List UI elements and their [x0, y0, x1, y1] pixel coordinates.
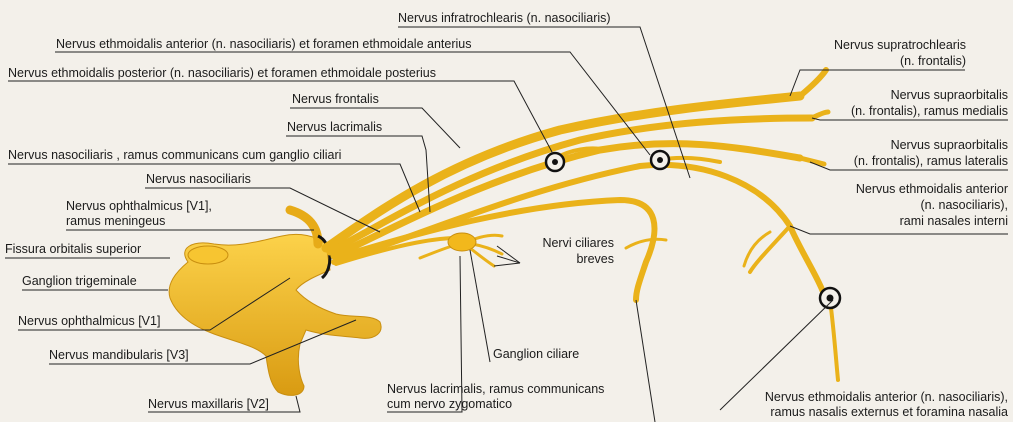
- label-frontalis: Nervus frontalis: [292, 92, 379, 107]
- label-supraorbitalis-med-line2: (n. frontalis), ramus medialis: [800, 104, 1008, 119]
- label-nasociliaris: Nervus nasociliaris: [146, 172, 251, 187]
- label-ophthalmicus-meningeus-line2: ramus meningeus: [66, 214, 165, 229]
- label-ophthalmicus-meningeus-line1: Nervus ophthalmicus [V1],: [66, 199, 212, 214]
- label-supraorbitalis-lat-line2: (n. frontalis), ramus lateralis: [800, 154, 1008, 169]
- label-ophthalmicus: Nervus ophthalmicus [V1]: [18, 314, 160, 329]
- label-ganglion-trigeminale: Ganglion trigeminale: [22, 274, 137, 289]
- label-ethm-externus-line2: ramus nasalis externus et foramina nasal…: [700, 405, 1008, 420]
- label-supraorbitalis-lat-line1: Nervus supraorbitalis: [800, 138, 1008, 153]
- label-ethm-interni-line1: Nervus ethmoidalis anterior: [800, 182, 1008, 197]
- label-infratrochlearis: Nervus infratrochlearis (n. nasociliaris…: [398, 11, 611, 26]
- nerve-bundle: [326, 70, 838, 380]
- label-supratrochlearis-line1: Nervus supratrochlearis: [760, 38, 966, 53]
- label-maxillaris: Nervus maxillaris [V2]: [148, 397, 269, 412]
- foramen-ring-posterior: [546, 153, 564, 171]
- label-ganglion-ciliare: Ganglion ciliare: [493, 347, 579, 362]
- ganglion-ciliare-shape: [448, 233, 476, 251]
- label-lacrimalis-ramus-line2: cum nervo zygomatico: [387, 397, 512, 412]
- label-lacrimalis: Nervus lacrimalis: [287, 120, 382, 135]
- foramen-ring-nasalia: [820, 288, 840, 308]
- label-ethmoidalis-anterior: Nervus ethmoidalis anterior (n. nasocili…: [56, 37, 471, 52]
- label-ciliares-line1: Nervi ciliares: [516, 236, 614, 251]
- foramen-ring-anterior: [651, 151, 669, 169]
- label-nasociliaris-ramus: Nervus nasociliaris , ramus communicans …: [8, 148, 341, 163]
- label-ciliares-line2: breves: [516, 252, 614, 267]
- label-supraorbitalis-med-line1: Nervus supraorbitalis: [800, 88, 1008, 103]
- label-lacrimalis-ramus-line1: Nervus lacrimalis, ramus communicans: [387, 382, 604, 397]
- label-supratrochlearis-line2: (n. frontalis): [760, 54, 966, 69]
- label-ethmoidalis-posterior: Nervus ethmoidalis posterior (n. nasocil…: [8, 66, 436, 81]
- label-ethm-interni-line3: rami nasales interni: [800, 214, 1008, 229]
- label-mandibularis: Nervus mandibularis [V3]: [49, 348, 189, 363]
- label-fissura: Fissura orbitalis superior: [5, 242, 141, 257]
- label-ethm-interni-line2: (n. nasociliaris),: [800, 198, 1008, 213]
- label-ethm-externus-line1: Nervus ethmoidalis anterior (n. nasocili…: [700, 390, 1008, 405]
